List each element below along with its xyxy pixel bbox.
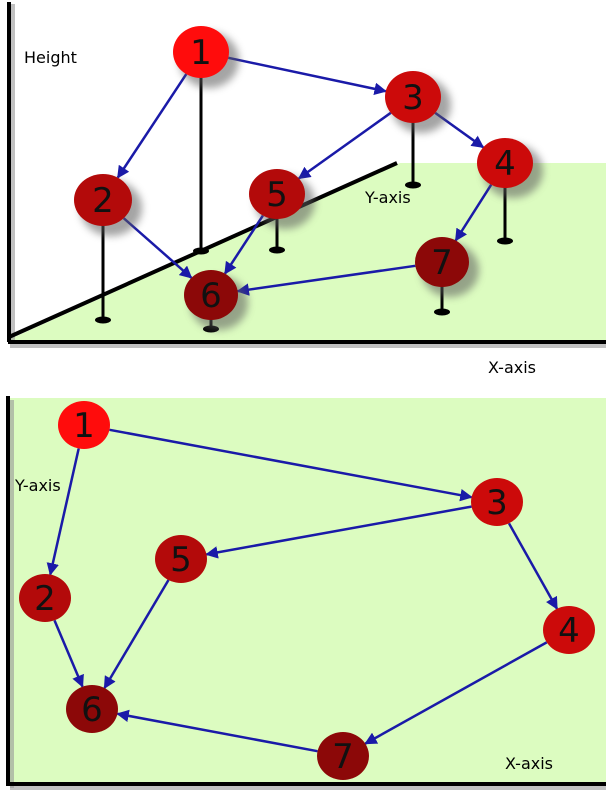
top-node-1: 1 (173, 26, 239, 88)
bottom-node-circle-5 (155, 535, 207, 583)
top-node-label-2: 2 (92, 181, 114, 221)
axes (7, 2, 606, 348)
bottom-node-5: 5 (155, 535, 207, 583)
top-x-axis-label: X-axis (488, 358, 536, 377)
stem-foot-5 (269, 246, 285, 254)
top-node-circle-1 (173, 26, 229, 78)
bottom-node-circle-6 (66, 685, 118, 733)
top-node-3: 3 (385, 71, 451, 133)
bottom-node-label-6: 6 (81, 690, 103, 730)
bottom-edge-2-to-6 (53, 619, 84, 688)
stem-foot-1 (193, 247, 209, 255)
top-node-label-4: 4 (494, 144, 516, 184)
bottom-node-circle-4 (543, 606, 595, 654)
top-node-label-5: 5 (266, 175, 288, 215)
bottom-y-axis-label: Y-axis (14, 476, 61, 495)
bottom-edge-3-to-4 (507, 522, 559, 610)
bottom-node-3: 3 (471, 478, 523, 526)
top-edge-7-to-6 (236, 264, 416, 296)
top-nodes: 1 2 3 4 5 6 7 (74, 26, 543, 330)
top-edge-1-to-2 (116, 73, 188, 179)
top-node-circle-7 (415, 237, 469, 287)
bottom-node-2: 2 (19, 574, 71, 622)
top-edge-5-to-6 (223, 214, 264, 275)
bottom-node-7: 7 (317, 732, 369, 780)
top-edges (116, 56, 493, 296)
bottom-edge-1-to-3 (109, 428, 473, 502)
bottom-node-label-2: 2 (34, 579, 56, 619)
bottom-edge-7-to-6 (116, 709, 318, 753)
bottom-node-6: 6 (66, 685, 118, 733)
stem-foot-2 (95, 316, 111, 324)
top-edge-3-to-5 (297, 111, 392, 180)
top-node-circle-4 (477, 138, 533, 188)
bottom-edges (46, 428, 559, 753)
top-node-circle-3 (385, 71, 441, 123)
stem-foot-4 (497, 237, 513, 245)
stem-foot-7 (434, 308, 450, 316)
top-node-6: 6 (184, 270, 248, 330)
bottom-node-1: 1 (58, 401, 110, 449)
top-node-label-7: 7 (431, 243, 453, 283)
bottom-node-label-3: 3 (486, 483, 508, 523)
top-node-4: 4 (477, 138, 543, 198)
bottom-edge-4-to-7 (364, 641, 548, 745)
bottom-edge-3-to-5 (205, 505, 472, 559)
top-node-circle-6 (184, 270, 238, 320)
top-node-5: 5 (249, 169, 315, 229)
bottom-node-label-5: 5 (170, 540, 192, 580)
perspective-view-panel: Height Y-axis X-axis 1 2 3 4 5 6 7 (7, 2, 606, 377)
top-node-circle-5 (249, 169, 305, 219)
top-edge-4-to-7 (454, 184, 493, 242)
top-node-label-3: 3 (402, 78, 424, 118)
top-node-label-6: 6 (200, 276, 222, 316)
bottom-node-label-4: 4 (558, 611, 580, 651)
top-edge-2-to-6 (122, 217, 193, 279)
bottom-x-axis-label: X-axis (505, 754, 553, 773)
stem-foot-3 (405, 181, 421, 189)
bottom-nodes: 1 2 3 4 5 6 7 (19, 401, 595, 780)
height-label: Height (24, 48, 77, 67)
top-node-circle-2 (74, 174, 132, 226)
bottom-node-circle-1 (58, 401, 110, 449)
bottom-edge-1-to-2 (46, 448, 80, 576)
plan-view-panel: Y-axis X-axis 1 2 3 4 5 6 7 (6, 396, 606, 790)
bottom-node-circle-2 (19, 574, 71, 622)
bottom-node-circle-7 (317, 732, 369, 780)
bottom-node-4: 4 (543, 606, 595, 654)
bottom-node-label-7: 7 (332, 737, 354, 777)
bottom-edge-5-to-6 (103, 579, 170, 690)
bottom-node-circle-3 (471, 478, 523, 526)
top-node-7: 7 (415, 237, 479, 297)
top-y-axis-label: Y-axis (364, 188, 411, 207)
top-node-2: 2 (74, 174, 142, 236)
top-node-label-1: 1 (190, 33, 212, 73)
bottom-node-label-1: 1 (73, 406, 95, 446)
top-edge-1-to-3 (228, 56, 387, 95)
